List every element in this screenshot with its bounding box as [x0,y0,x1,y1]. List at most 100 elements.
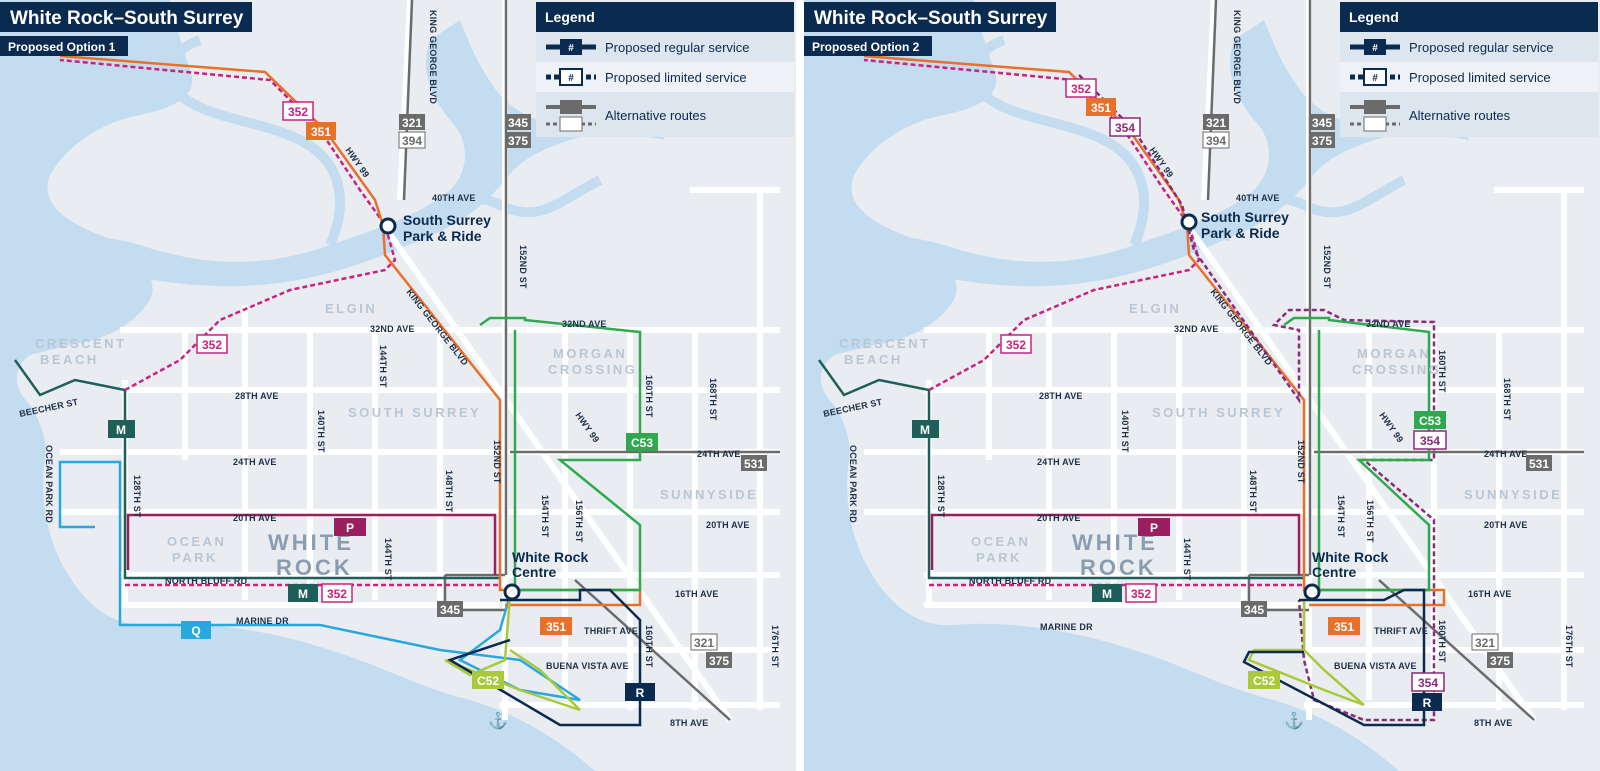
badge-C52[interactable]: C52 [472,671,504,689]
street-thrift-ave: THRIFT AVE [1374,626,1428,636]
street-marine-dr: MARINE DR [1040,622,1093,632]
street-144th-st-north: 144TH ST [378,345,388,388]
badge-354-north[interactable]: 354 [1109,117,1141,137]
badge-375-north[interactable]: 375 [505,132,531,148]
badge-354-south[interactable]: 354 [1411,672,1445,692]
street-24th-ave: 24TH AVE [1037,457,1081,467]
area-crescent-line1: CRESCENT [839,336,931,351]
badge-321-south-label: 321 [694,636,714,650]
badge-C52[interactable]: C52 [1248,671,1280,689]
badge-321-south[interactable]: 321 [1471,633,1499,651]
badge-345-north[interactable]: 345 [505,114,531,130]
street-north-bluff-rd: NORTH BLUFF RD [165,576,248,586]
badge-352-south[interactable]: 352 [1125,583,1157,603]
mud-bay [804,20,1469,287]
street-128th-st: 128TH ST [132,475,142,518]
area-crescent-line1: CRESCENT [35,336,127,351]
street-154th-st: 154TH ST [540,495,550,538]
street-buena-vista-ave: BUENA VISTA AVE [1334,661,1417,671]
badge-352-west-label: 352 [202,338,222,352]
area-sunnyside: SUNNYSIDE [660,487,758,502]
white-rock-centre-stop-icon[interactable] [1303,583,1321,601]
area-elgin: ELGIN [1129,301,1181,316]
badge-352-north[interactable]: 352 [1065,78,1097,98]
badge-M-north[interactable]: M [108,420,135,438]
area-south-surrey: SOUTH SURREY [348,405,481,420]
badge-352-south-label: 352 [1131,587,1151,601]
street-148th-st: 148TH ST [444,470,454,513]
badge-345-south[interactable]: 345 [1241,601,1267,617]
badge-531[interactable]: 531 [741,455,767,471]
area-ocean-line2: PARK [172,550,218,565]
badge-375-north-label: 375 [508,134,528,148]
badge-R[interactable]: R [625,683,655,701]
park-ride-label-line1: South Surrey [403,212,491,228]
white-rock-centre-label-line1: White Rock [1312,549,1388,565]
park-and-ride-stop-icon[interactable] [1180,213,1198,231]
badge-394[interactable]: 394 [398,131,426,149]
street-24th-ave-east: 24TH AVE [697,449,741,459]
street-148th-st: 148TH ST [1248,470,1258,513]
badge-M-south[interactable]: M [288,584,318,602]
badge-R[interactable]: R [1412,693,1442,711]
badge-375-north[interactable]: 375 [1309,132,1335,148]
street-140th-st: 140TH ST [1120,410,1130,453]
legend-alternative-label: Alternative routes [1409,108,1511,123]
street-32nd-ave-east: 32ND AVE [1366,319,1411,329]
badge-P[interactable]: P [334,518,366,536]
badge-345-south[interactable]: 345 [437,601,463,617]
badge-R-label: R [636,686,645,700]
badge-531-label: 531 [1529,457,1549,471]
badge-C53[interactable]: C53 [626,433,658,451]
badge-352-north[interactable]: 352 [282,101,314,121]
legend: Legend # Proposed regular service # Prop… [536,2,794,137]
badge-321-south-label: 321 [1475,636,1495,650]
badge-M-south[interactable]: M [1092,584,1122,602]
street-ocean-park-rd: OCEAN PARK RD [44,445,54,523]
street-156th-st: 156TH ST [574,500,584,543]
area-ocean-line2: PARK [976,550,1022,565]
street-152nd-st-south: 152ND ST [1296,440,1306,484]
white-rock-centre-stop-icon[interactable] [503,583,521,601]
badge-351[interactable]: 351 [1086,98,1116,116]
option-tag [0,36,128,56]
badge-352-west-label: 352 [1006,338,1026,352]
badge-375-south[interactable]: 375 [1487,652,1513,668]
street-176th-st: 176TH ST [770,625,780,668]
badge-345-north[interactable]: 345 [1309,114,1335,130]
area-morgan-line1: MORGAN [553,346,627,361]
badge-M-north[interactable]: M [912,420,939,438]
badge-394[interactable]: 394 [1202,131,1230,149]
badge-351-south[interactable]: 351 [1328,617,1360,635]
badge-C53[interactable]: C53 [1414,411,1446,429]
legend: Legend # Proposed regular service # Prop… [1340,2,1598,137]
badge-321-south[interactable]: 321 [690,633,718,651]
badge-351-south[interactable]: 351 [540,617,572,635]
street-168th-st: 168TH ST [1502,378,1512,421]
badge-531[interactable]: 531 [1526,455,1552,471]
badge-354-mid-label: 354 [1420,434,1440,448]
badge-351-label: 351 [1091,101,1111,115]
anchor-icon: ⚓ [488,711,508,730]
badge-321[interactable]: 321 [399,114,425,130]
badge-354-mid[interactable]: 354 [1413,430,1447,450]
park-ride-label-line2: Park & Ride [1201,225,1280,241]
badge-C52-label: C52 [477,674,499,688]
badge-C53-label: C53 [631,436,653,450]
badge-352-west[interactable]: 352 [1000,334,1032,354]
badge-345-north-label: 345 [508,116,528,130]
park-and-ride-stop-icon[interactable] [379,217,397,235]
white-rock-centre-label-line2: Centre [512,564,557,580]
badge-352-west[interactable]: 352 [196,334,228,354]
badge-Q[interactable]: Q [181,621,211,639]
mud-bay [0,20,665,287]
badge-P-label: P [1150,521,1158,535]
badge-P[interactable]: P [1138,518,1170,536]
street-144th-st-south: 144TH ST [383,538,393,581]
badge-375-south[interactable]: 375 [706,652,732,668]
badge-351[interactable]: 351 [306,122,336,140]
badge-321[interactable]: 321 [1203,114,1229,130]
badge-M-north-label: M [116,423,126,437]
street-32nd-ave-west: 32ND AVE [370,324,415,334]
badge-352-south[interactable]: 352 [321,583,353,603]
